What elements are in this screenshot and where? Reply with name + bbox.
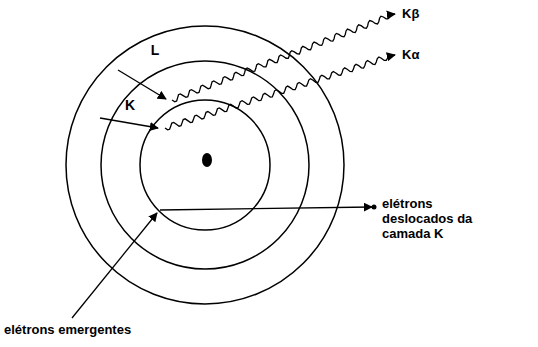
shell-outline [100, 60, 310, 270]
shell-outline [65, 25, 345, 305]
annotation-text: elétrons deslocados da camada K [382, 196, 494, 241]
incident-electron-arrow [72, 213, 157, 318]
annotation-text: elétrons emergentes [4, 322, 131, 337]
ejected-electron-arrow [160, 207, 372, 210]
transition-arrow [118, 70, 166, 99]
inner-shell [140, 100, 270, 230]
middle-shell: K [100, 60, 310, 270]
outer-shell: LK [65, 25, 345, 305]
shell-circle [101, 61, 309, 269]
line-label: Kα [402, 47, 419, 62]
nucleus [202, 153, 212, 167]
shell-circle [66, 26, 344, 304]
electron-dot [372, 205, 377, 210]
shell-label: K [125, 98, 135, 112]
shell-label: L [151, 43, 160, 57]
line-label: Kβ [402, 6, 419, 21]
k-beta-photon [172, 14, 395, 102]
